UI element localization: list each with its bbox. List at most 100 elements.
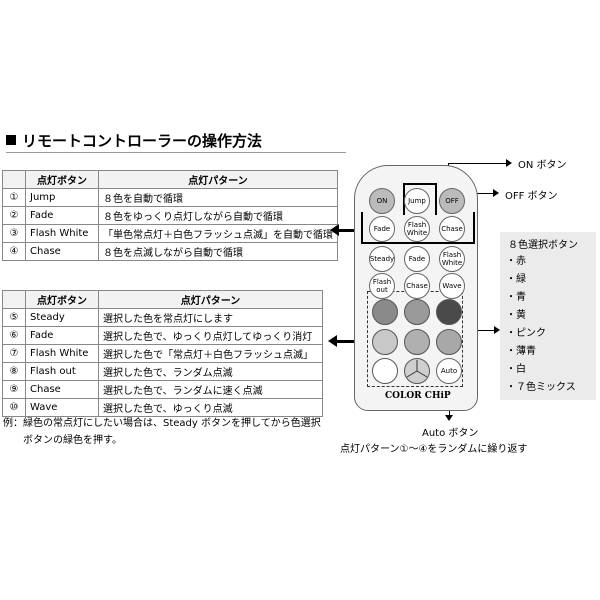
row-button: Fade (25, 206, 99, 225)
blue-color-button[interactable] (436, 299, 462, 325)
note-line: ボタンの緑色を押す。 (23, 435, 122, 446)
row-number: ① (2, 188, 26, 207)
row-pattern: 選択した色で、ゆっくり点滅 (98, 398, 323, 417)
row-number: ⑧ (2, 362, 26, 381)
on-button[interactable]: ON (369, 188, 395, 214)
auto-button-label: Auto ボタン (422, 428, 479, 439)
color-item: ・白 (506, 364, 526, 375)
top-group-frame (361, 212, 475, 244)
on-pointer-line (448, 163, 506, 164)
on-button-label: ON ボタン (518, 160, 567, 171)
row-number: ⑥ (2, 326, 26, 345)
pink-color-button[interactable] (404, 329, 430, 355)
color-item: ・薄青 (506, 346, 536, 357)
row-number: ⑩ (2, 398, 26, 417)
row-number: ⑦ (2, 344, 26, 363)
table-header-cell: 点灯ボタン (25, 170, 99, 189)
off-pointer-arrow-icon (493, 189, 499, 197)
table-row: ⑧ Flash out 選択した色で、ランダム点滅 (2, 362, 323, 381)
title-bullet-icon (6, 135, 16, 145)
table-header-cell: 点灯パターン (98, 290, 323, 309)
mix-segments-icon (406, 360, 428, 378)
arrow-to-table2-icon (328, 335, 370, 347)
row-pattern: ８色を点滅しながら自動で循環 (98, 242, 338, 261)
row-button: Flash White (25, 344, 99, 363)
remote-control: ON Jump OFF Fade Flash White Chase Stead… (354, 165, 478, 411)
color-item: ・７色ミックス (506, 382, 576, 393)
jump-button[interactable]: Jump (404, 188, 430, 214)
off-button-label: OFF ボタン (505, 191, 558, 202)
table-header-cell: 点灯ボタン (25, 290, 99, 309)
row-button: Chase (25, 380, 99, 399)
flash-white-color-button[interactable]: Flash White (439, 246, 465, 272)
table-header-cell (2, 170, 26, 189)
fade-button[interactable]: Fade (369, 216, 395, 242)
row-number: ⑤ (2, 308, 26, 327)
chase-button[interactable]: Chase (439, 216, 465, 242)
white-color-button[interactable] (372, 358, 398, 384)
auto-button[interactable]: Auto (436, 358, 462, 384)
row-number: ③ (2, 224, 26, 243)
page-title: リモートコントローラーの操作方法 (6, 128, 346, 153)
row-pattern: 選択した色で、ランダムに速く点滅 (98, 380, 323, 399)
table-row: ③ Flash White 「単色常点灯＋白色フラッシュ点滅」を自動で循環 (2, 224, 338, 243)
row-button: Chase (25, 242, 99, 261)
table-row: ⑨ Chase 選択した色で、ランダムに速く点滅 (2, 380, 323, 399)
table-row: ⑤ Steady 選択した色を常点灯にします (2, 308, 323, 327)
light-blue-color-button[interactable] (436, 329, 462, 355)
table-header-cell: 点灯パターン (98, 170, 338, 189)
seven-color-mix-button[interactable] (404, 358, 430, 384)
steady-button[interactable]: Steady (369, 246, 395, 272)
chase-color-button[interactable]: Chase (404, 273, 430, 299)
row-pattern: 選択した色を常点灯にします (98, 308, 323, 327)
row-pattern: 「単色常点灯＋白色フラッシュ点滅」を自動で循環 (98, 224, 338, 243)
yellow-color-button[interactable] (372, 329, 398, 355)
table-row: ④ Chase ８色を点滅しながら自動で循環 (2, 242, 338, 261)
on-pointer-arrow-icon (506, 159, 512, 167)
row-button: Jump (25, 188, 99, 207)
row-button: Flash out (25, 362, 99, 381)
row-number: ④ (2, 242, 26, 261)
row-button: Fade (25, 326, 99, 345)
usage-note: 例：緑色の常点灯にしたい場合は、Steady ボタンを押してから色選択 ボタンの… (3, 415, 321, 449)
color-item: ・緑 (506, 274, 526, 285)
table-header-row: 点灯ボタン 点灯パターン (2, 290, 323, 309)
fade-color-button[interactable]: Fade (404, 246, 430, 272)
row-pattern: 選択した色で、ランダム点滅 (98, 362, 323, 381)
row-button: Steady (25, 308, 99, 327)
flash-white-button[interactable]: Flash White (404, 216, 430, 242)
color-item: ・青 (506, 292, 526, 303)
off-button[interactable]: OFF (439, 188, 465, 214)
table-row: ⑦ Flash White 選択した色で「常点灯＋白色フラッシュ点滅」 (2, 344, 323, 363)
color-item: ・ピンク (506, 328, 546, 339)
auto-description: 点灯パターン①～④をランダムに繰り返す (340, 444, 528, 455)
row-pattern: ８色をゆっくり点灯しながら自動で循環 (98, 206, 338, 225)
table-row: ① Jump ８色を自動で循環 (2, 188, 338, 207)
color-selection-panel: ８色選択ボタン ・赤 ・緑 ・青 ・黄 ・ピンク ・薄青 ・白 ・７色ミックス (500, 232, 596, 400)
row-pattern: 選択した色で、ゆっくり点灯してゆっくり消灯 (98, 326, 323, 345)
color-item: ・黄 (506, 310, 526, 321)
auto-pointer-arrow-icon (445, 415, 453, 421)
note-line: 例：緑色の常点灯にしたい場合は、Steady ボタンを押してから色選択 (3, 418, 321, 429)
table-row: ⑥ Fade 選択した色で、ゆっくり点灯してゆっくり消灯 (2, 326, 323, 345)
row-button: Flash White (25, 224, 99, 243)
green-color-button[interactable] (404, 299, 430, 325)
row-number: ② (2, 206, 26, 225)
table-row: ② Fade ８色をゆっくり点灯しながら自動で循環 (2, 206, 338, 225)
color-item: ・赤 (506, 256, 526, 267)
flash-out-button[interactable]: Flash out (369, 273, 395, 299)
arrow-to-table1-icon (330, 224, 358, 236)
row-pattern: 選択した色で「常点灯＋白色フラッシュ点滅」 (98, 344, 323, 363)
pattern-table-auto: 点灯ボタン 点灯パターン ① Jump ８色を自動で循環 ② Fade ８色をゆ… (2, 170, 338, 261)
wave-button[interactable]: Wave (439, 273, 465, 299)
red-color-button[interactable] (372, 299, 398, 325)
pattern-table-color: 点灯ボタン 点灯パターン ⑤ Steady 選択した色を常点灯にします ⑥ Fa… (2, 290, 323, 417)
brand-logo: COLOR CHiP (385, 391, 451, 401)
row-button: Wave (25, 398, 99, 417)
row-number: ⑨ (2, 380, 26, 399)
color-pointer-arrow-icon (494, 326, 500, 334)
table-header-cell (2, 290, 26, 309)
table-header-row: 点灯ボタン 点灯パターン (2, 170, 338, 189)
color-panel-heading: ８色選択ボタン (508, 240, 578, 251)
row-pattern: ８色を自動で循環 (98, 188, 338, 207)
